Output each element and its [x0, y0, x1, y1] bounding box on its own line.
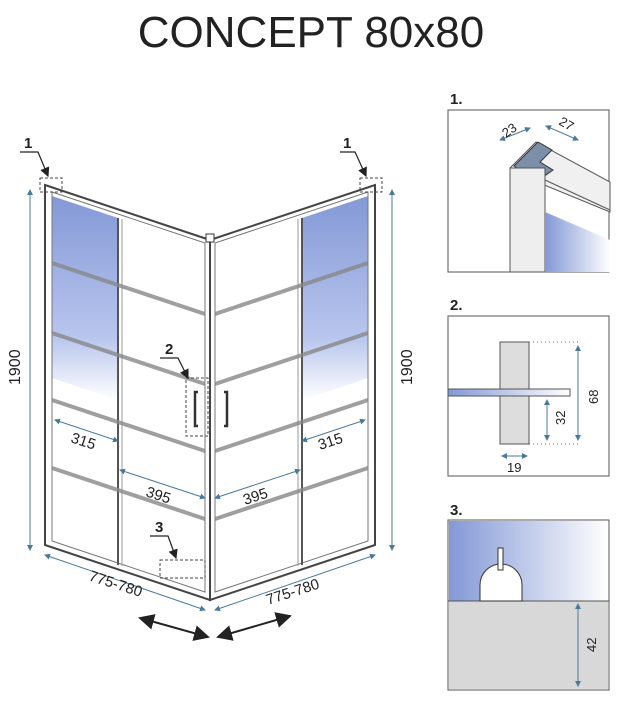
detail-1-dim-23: 23: [499, 120, 519, 141]
detail-2-dim-19: 19: [507, 460, 521, 475]
detail-1: 1. 23 27: [447, 91, 611, 273]
fixed-width-left-label: 315: [69, 430, 98, 454]
fixed-width-right-label: 315: [316, 430, 345, 454]
corner-joint: [205, 233, 215, 243]
detail-2: 2. 68 32 19: [447, 297, 610, 477]
callout-3-box: [159, 559, 206, 579]
callout-1-right: 1: [343, 135, 351, 152]
page-title: CONCEPT 80x80: [137, 8, 485, 57]
door-width-right-label: 395: [241, 485, 270, 509]
door-width-left-label: 395: [144, 484, 173, 508]
detail-3-label: 3.: [450, 502, 463, 519]
slide-arrow-right-icon: [216, 612, 292, 641]
callout-3: 3: [155, 519, 163, 536]
detail-3-dim-42: 42: [584, 638, 599, 652]
right-fixed-glass: [302, 196, 368, 400]
base-right-label: 775-780: [264, 576, 322, 609]
detail-2-dim-32: 32: [553, 411, 568, 425]
left-panel: [44, 183, 211, 602]
detail-1-dim-27: 27: [557, 114, 577, 134]
detail-2-label: 2.: [450, 297, 463, 314]
left-fixed-glass: [52, 196, 118, 400]
right-panel: [205, 183, 376, 602]
callout-1-left: 1: [24, 135, 32, 152]
slide-arrow-left-icon: [138, 614, 210, 641]
height-left-label: 1900: [7, 349, 24, 385]
callout-1-right-box: [359, 177, 383, 193]
height-right-label: 1900: [399, 349, 416, 385]
detail-2-dim-68: 68: [586, 390, 601, 404]
detail-3: 3. 42: [447, 502, 610, 691]
base-left-label: 775-780: [87, 568, 145, 601]
detail-1-label: 1.: [450, 91, 463, 108]
callout-2: 2: [165, 341, 173, 358]
callout-1-left-box: [39, 177, 63, 193]
door-handles: [185, 377, 229, 437]
